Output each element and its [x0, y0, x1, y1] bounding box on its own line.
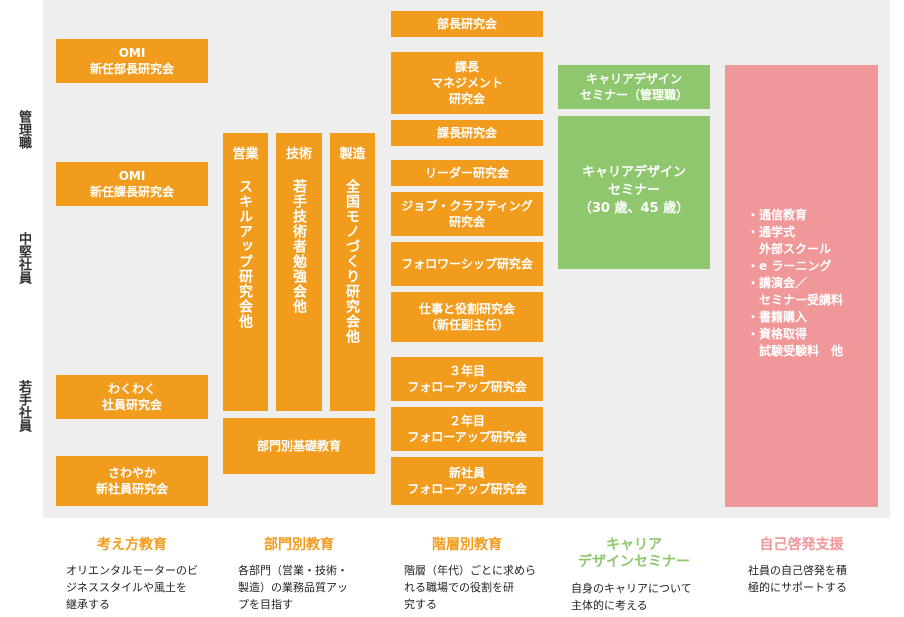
level-label-young: 若手社員	[16, 380, 31, 432]
category-desc: 階層（年代）ごとに求めら れる職場での役割を研 究する	[404, 564, 536, 611]
omi-new-section-chief-workshop: OMI 新任課長研究会	[56, 162, 208, 206]
hierarchy-item: 課長 マネジメント 研究会	[391, 52, 543, 114]
category-title: 部門別教育	[264, 537, 334, 553]
hierarchy-item: 課長研究会	[391, 120, 543, 146]
category-desc: 各部門（営業・技術・ 製造）の業務品質アッ プを目指す	[238, 564, 348, 611]
wakuwaku-employee-workshop: わくわく 社員研究会	[56, 375, 208, 419]
dept-column-head: 技術	[285, 147, 312, 162]
hierarchy-item: 仕事と役割研究会 （新任副主任）	[391, 292, 543, 342]
support-item: ・講演会／ セミナー受講料	[747, 276, 844, 307]
category-title: 階層別教育	[432, 537, 502, 553]
dept-column-text: 全国モノづくり研究会他	[344, 179, 360, 344]
dept-column-head: 営業	[232, 147, 259, 162]
career-seminar-management: キャリアデザイン セミナー（管理職）	[558, 65, 710, 109]
category-desc: 社員の自己啓発を積 極的にサポートする	[748, 564, 847, 594]
dept-column-text: 若手技術者勉強会他	[291, 179, 307, 314]
hierarchy-item: ２年目 フォローアップ研究会	[391, 407, 543, 451]
category-desc: 自身のキャリアについて 主体的に考える	[571, 582, 692, 612]
support-list: ・通信教育 ・通学式 外部スクール ・e ラーニング ・講演会／ セミナー受講料…	[747, 207, 843, 360]
hierarchy-item: フォロワーシップ研究会	[391, 242, 543, 286]
dept-column-tech: 技術 若手技術者勉強会他	[276, 133, 322, 411]
support-item: ・通信教育	[747, 208, 808, 222]
category-title: キャリア デザインセミナー	[578, 537, 690, 570]
omi-new-manager-workshop: OMI 新任部長研究会	[56, 39, 208, 83]
category-title: 考え方教育	[97, 537, 167, 553]
level-label-mid: 中堅社員	[16, 232, 31, 284]
hierarchy-item: 新社員 フォローアップ研究会	[391, 457, 543, 505]
self-development-support-box: ・通信教育 ・通学式 外部スクール ・e ラーニング ・講演会／ セミナー受講料…	[725, 65, 878, 507]
hierarchy-item: 部長研究会	[391, 11, 543, 37]
dept-basic-education: 部門別基礎教育	[223, 418, 375, 474]
dept-column-text: スキルアップ研究会他	[237, 179, 253, 329]
dept-column-head: 製造	[339, 147, 366, 162]
support-item: ・通学式 外部スクール	[747, 225, 832, 256]
support-item: ・書籍購入	[747, 310, 808, 324]
hierarchy-item: ３年目 フォローアップ研究会	[391, 357, 543, 401]
career-seminar-age: キャリアデザイン セミナー （30 歳、45 歳）	[558, 116, 710, 269]
dept-column-sales: 営業 スキルアップ研究会他	[223, 133, 268, 411]
support-item: ・e ラーニング	[747, 259, 832, 273]
category-title: 自己啓発支援	[759, 537, 844, 553]
hierarchy-item: リーダー研究会	[391, 160, 543, 186]
support-item: ・資格取得 試験受験料 他	[747, 327, 844, 358]
category-desc: オリエンタルモーターのビ ジネススタイルや風土を 継承する	[66, 564, 198, 611]
hierarchy-item: ジョブ・クラフティング 研究会	[391, 192, 543, 236]
sawayaka-new-employee-workshop: さわやか 新社員研究会	[56, 456, 208, 506]
dept-column-manufacturing: 製造 全国モノづくり研究会他	[330, 133, 375, 411]
level-label-management: 管理職	[16, 110, 31, 149]
